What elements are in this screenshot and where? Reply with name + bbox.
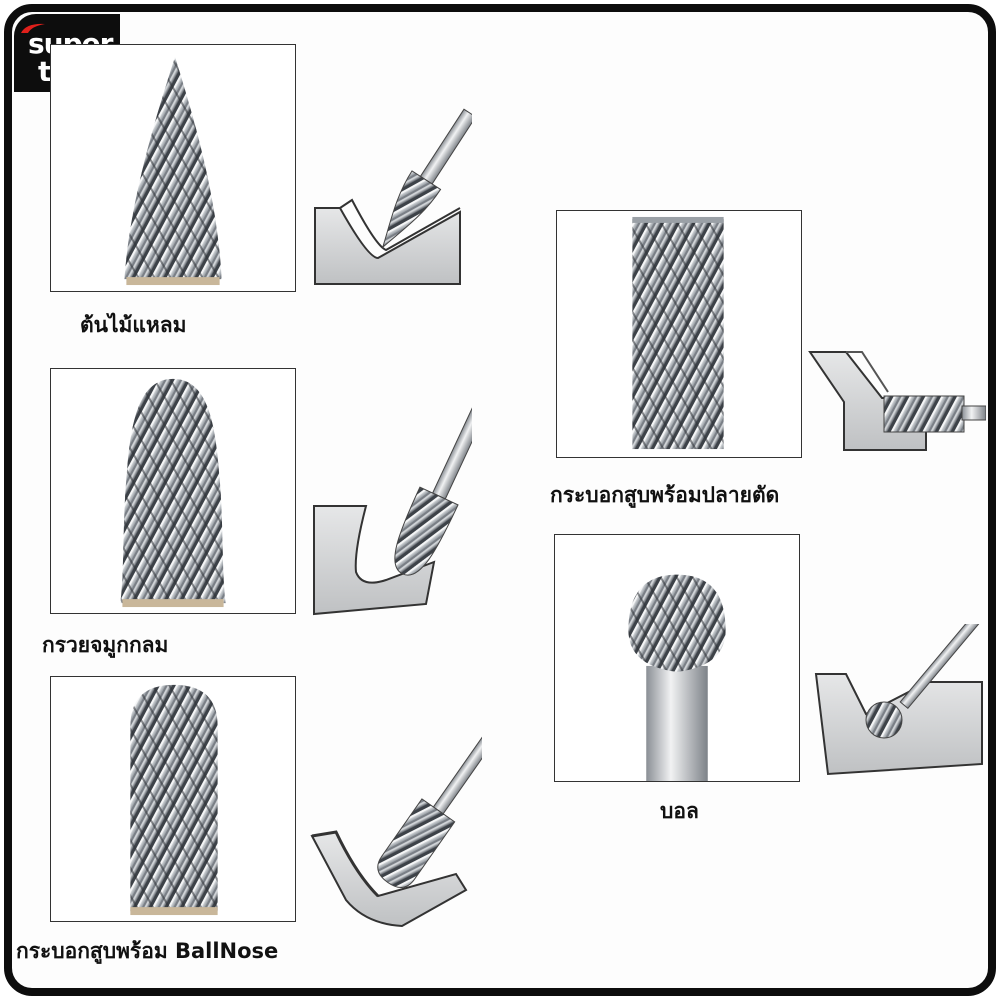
product-photo-flame-round [50,368,296,614]
product-label-tree-pointed: ต้นไม้แหลม [80,313,187,337]
usage-diagram-cylinder-endcut [806,346,986,458]
ball-nose-cylinder-burr-icon [130,684,218,916]
usage-diagram-cylinder-ballnose [306,724,482,934]
pointed-tree-burr-icon [124,56,222,286]
product-photo-tree-pointed [50,44,296,292]
product-label-cylinder-ballnose: กระบอกสูบพร้อม BallNose [16,939,279,963]
round-nose-cone-burr-icon [120,378,226,608]
product-label-ball: บอล [660,799,699,823]
usage-diagram-ball [810,624,984,786]
product-label-flame-round: กรวยจมูกกลม [42,633,169,657]
end-cut-cylinder-burr-icon [632,216,724,450]
logo-swoosh-icon [21,23,45,33]
usage-diagram-flame-round [306,392,472,618]
product-photo-cylinder-endcut [556,210,802,458]
product-photo-cylinder-ballnose [50,676,296,922]
product-photo-ball [554,534,800,782]
ball-burr-icon [628,574,726,781]
product-label-cylinder-endcut: กระบอกสูบพร้อมปลายตัด [550,483,780,507]
usage-diagram-tree-pointed [310,108,472,286]
